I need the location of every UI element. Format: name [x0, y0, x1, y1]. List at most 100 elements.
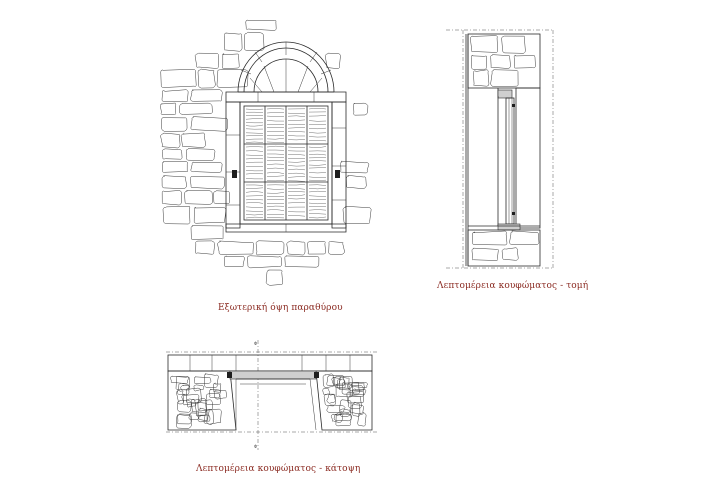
stone [353, 102, 369, 116]
wood-grain-line [245, 191, 264, 193]
stone [189, 176, 225, 190]
arched-fanlight [237, 41, 335, 93]
stone [161, 148, 183, 160]
stone [322, 387, 331, 395]
stone [336, 378, 346, 389]
stone [176, 399, 192, 413]
stone [339, 408, 352, 417]
stone [471, 55, 487, 70]
stone [286, 240, 306, 256]
stone [162, 206, 191, 225]
stone [190, 225, 224, 240]
wood-grain-line [308, 213, 327, 215]
stone [194, 52, 219, 69]
wood-grain-line [245, 216, 264, 219]
stone [224, 32, 243, 52]
stone [175, 376, 190, 391]
window-sill [225, 223, 347, 233]
stone [472, 230, 508, 246]
plan-right-wall [322, 373, 368, 427]
stone [351, 388, 367, 396]
wood-grain-line [245, 214, 264, 216]
section-upper-masonry [470, 35, 536, 87]
wood-grain-line [287, 135, 306, 137]
wood-grain-line [287, 115, 306, 117]
wood-grain-line [245, 195, 264, 197]
wood-grain-line [308, 132, 327, 134]
wood-grain-line [308, 157, 327, 159]
stone [357, 412, 367, 427]
wood-grain-line [308, 209, 327, 211]
wood-grain-line [245, 210, 264, 212]
wood-grain-line [266, 120, 285, 122]
section-window-frame [497, 89, 515, 226]
stone [346, 174, 367, 190]
wood-grain-line [287, 191, 306, 193]
wood-grain-line [308, 167, 327, 169]
wood-grain-line [266, 205, 285, 207]
wood-grain-line [308, 195, 327, 197]
wood-grain-line [245, 187, 264, 189]
wood-grain-line [266, 167, 285, 169]
wood-grain-line [287, 215, 306, 217]
wood-grain-line [266, 217, 285, 219]
stone [213, 389, 228, 400]
wood-grain-line [266, 209, 285, 211]
stone [342, 206, 372, 225]
wood-grain-line [308, 187, 327, 190]
wood-grain-line [287, 184, 306, 186]
stone [190, 161, 223, 173]
stone [335, 383, 353, 398]
wood-grain-line [245, 154, 264, 156]
stone-wall-elevation [160, 19, 372, 286]
wood-grain-line [266, 115, 285, 117]
stone [501, 247, 519, 261]
wood-grain-line [308, 108, 327, 110]
shutter-hinges [232, 170, 340, 178]
stone [205, 392, 221, 405]
wooden-shutters [239, 101, 333, 225]
stone [194, 401, 208, 417]
stone [307, 241, 326, 255]
wood-grain-line [245, 202, 264, 204]
wood-grain-line [266, 203, 285, 204]
stone [255, 240, 285, 256]
wood-grain-line [266, 175, 285, 177]
wood-grain-line [308, 164, 327, 166]
wood-grain-line [308, 160, 327, 162]
wood-grain-line [266, 192, 285, 194]
wood-grain-line [287, 180, 306, 182]
stone [184, 190, 213, 205]
stone [339, 399, 352, 413]
stone [197, 399, 213, 412]
stone [333, 413, 352, 422]
stone [284, 255, 320, 268]
wood-grain-line [287, 165, 306, 167]
stone [349, 384, 364, 398]
window-section-drawing [446, 29, 554, 269]
stone [188, 412, 199, 420]
wood-grain-line [245, 170, 264, 172]
wood-grain-line [287, 119, 306, 121]
stone [490, 69, 519, 87]
stone [194, 376, 212, 385]
wood-grain-line [287, 172, 306, 175]
stone [203, 373, 219, 388]
section-sill [468, 223, 540, 231]
stone [186, 387, 202, 403]
stone [326, 375, 346, 386]
stone [471, 247, 499, 261]
caption-frame-plan: Λεπτομέρεια κουφώματος - κάτοψη [196, 464, 361, 474]
stone [490, 54, 511, 69]
stone [160, 69, 197, 88]
stone [179, 102, 213, 115]
stone [216, 69, 249, 88]
wood-grain-line [287, 188, 306, 190]
stone [162, 161, 188, 173]
wood-grain-line [308, 120, 327, 122]
wood-grain-line [308, 216, 327, 219]
wood-grain-line [245, 150, 264, 152]
caption-frame-section: Λεπτομέρεια κουφώματος - τομή [437, 281, 589, 291]
wood-grain-line [308, 190, 327, 193]
